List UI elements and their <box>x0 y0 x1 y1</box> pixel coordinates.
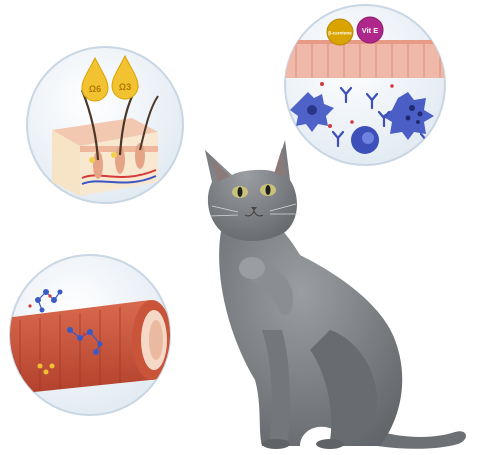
immune-cell-icon <box>290 92 334 132</box>
hair-strand <box>139 95 159 151</box>
svg-text:β-carotene: β-carotene <box>328 31 352 36</box>
cat <box>205 140 466 449</box>
blood-vessel <box>10 300 150 395</box>
vessel-circle <box>9 254 171 416</box>
cat-nose <box>251 207 257 211</box>
immune-cell-icon <box>382 92 434 140</box>
vitamin-e-badge: Vit E <box>356 16 384 44</box>
cat-whiskers <box>209 203 298 217</box>
oil-drop-icon: Ω3 <box>111 54 139 100</box>
skin-surface <box>52 118 158 146</box>
beta-carotene-badge: β-carotene <box>326 18 354 46</box>
svg-text:Ω6: Ω6 <box>89 84 101 94</box>
immune-cell-icon <box>351 126 379 154</box>
immune-circle: β-carotene Vit E <box>284 4 446 166</box>
oil-drop-icon: Ω6 <box>81 56 109 102</box>
cat-head <box>205 140 297 241</box>
svg-text:Vit E: Vit E <box>362 26 379 35</box>
skin-circle: Ω6 Ω3 <box>26 46 184 204</box>
svg-text:Ω3: Ω3 <box>119 82 131 92</box>
